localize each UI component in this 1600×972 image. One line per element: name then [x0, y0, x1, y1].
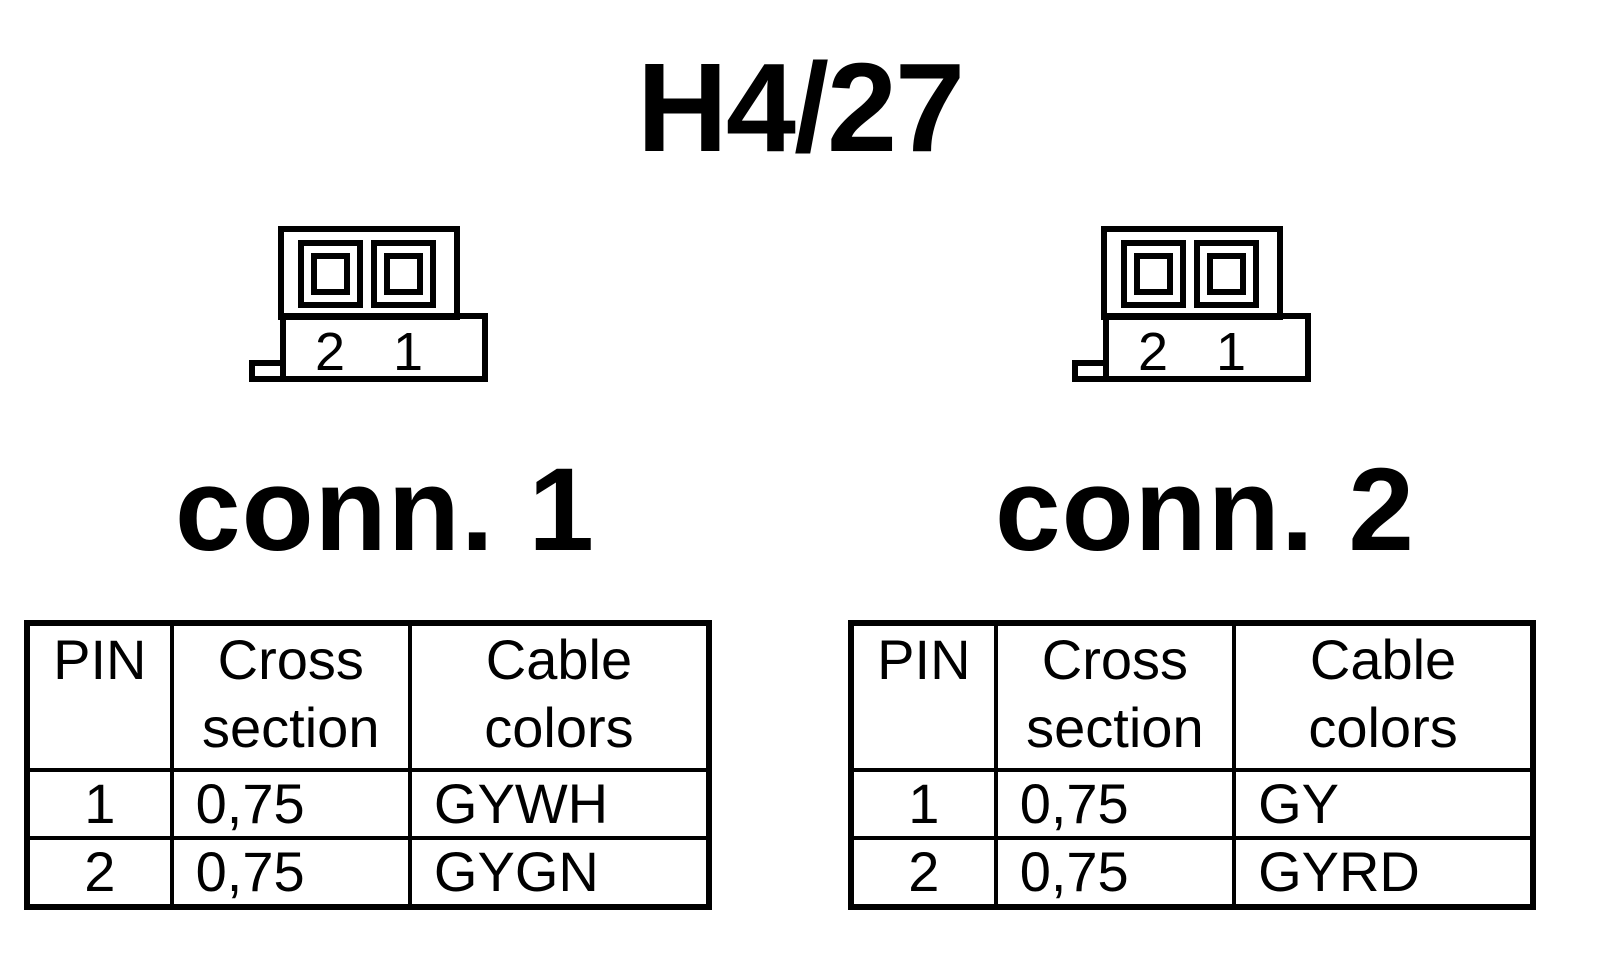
connector-1-base [280, 313, 488, 382]
cable-color-cell: GY [1232, 768, 1535, 840]
connector-1-pin-table: PIN Cross section Cable colors 1 0,75 GY… [24, 620, 712, 910]
connector-2-pin-2-label: 2 [1138, 322, 1168, 382]
header-cross-section: Cross section [169, 621, 412, 772]
table-row: 2 0,75 GYGN [25, 836, 712, 909]
header-cable-colors: Cable colors [1232, 621, 1535, 772]
connector-1-pin-2-label: 2 [315, 322, 345, 382]
connector-2-drawing: 2 1 [1072, 226, 1311, 382]
cable-color-cell: GYRD [1232, 836, 1535, 909]
table-row: 1 0,75 GY [849, 768, 1535, 840]
cross-section-cell: 0,75 [169, 768, 412, 840]
connector-1-label: conn. 1 [174, 444, 596, 576]
table-header-row: PIN Cross section Cable colors [849, 621, 1535, 772]
connector-2-label: conn. 2 [994, 444, 1416, 576]
table-row: 2 0,75 GYRD [849, 836, 1535, 909]
cross-section-cell: 0,75 [169, 836, 412, 909]
header-cable-colors: Cable colors [407, 621, 712, 772]
connector-2-pin-table: PIN Cross section Cable colors 1 0,75 GY… [848, 620, 1536, 910]
table-header-row: PIN Cross section Cable colors [25, 621, 712, 772]
header-cross-section: Cross section [993, 621, 1237, 772]
cross-section-cell: 0,75 [993, 768, 1237, 840]
connector-1-drawing: 2 1 [249, 226, 488, 382]
connector-2-base [1103, 313, 1311, 382]
connector-2-pin-1-label: 1 [1216, 322, 1246, 382]
connector-2-latch [1072, 360, 1109, 382]
pin-cell: 1 [849, 768, 998, 840]
cross-section-cell: 0,75 [993, 836, 1237, 909]
header-pin: PIN [849, 621, 998, 772]
diagram-title: H4/27 [636, 37, 965, 178]
cable-color-cell: GYGN [407, 836, 712, 909]
connector-1-latch [249, 360, 286, 382]
cable-color-cell: GYWH [407, 768, 712, 840]
pin-cell: 1 [25, 768, 174, 840]
pin-cell: 2 [25, 836, 174, 909]
table-row: 1 0,75 GYWH [25, 768, 712, 840]
connector-1-pin-1-label: 1 [393, 322, 423, 382]
pin-cell: 2 [849, 836, 998, 909]
header-pin: PIN [25, 621, 174, 772]
